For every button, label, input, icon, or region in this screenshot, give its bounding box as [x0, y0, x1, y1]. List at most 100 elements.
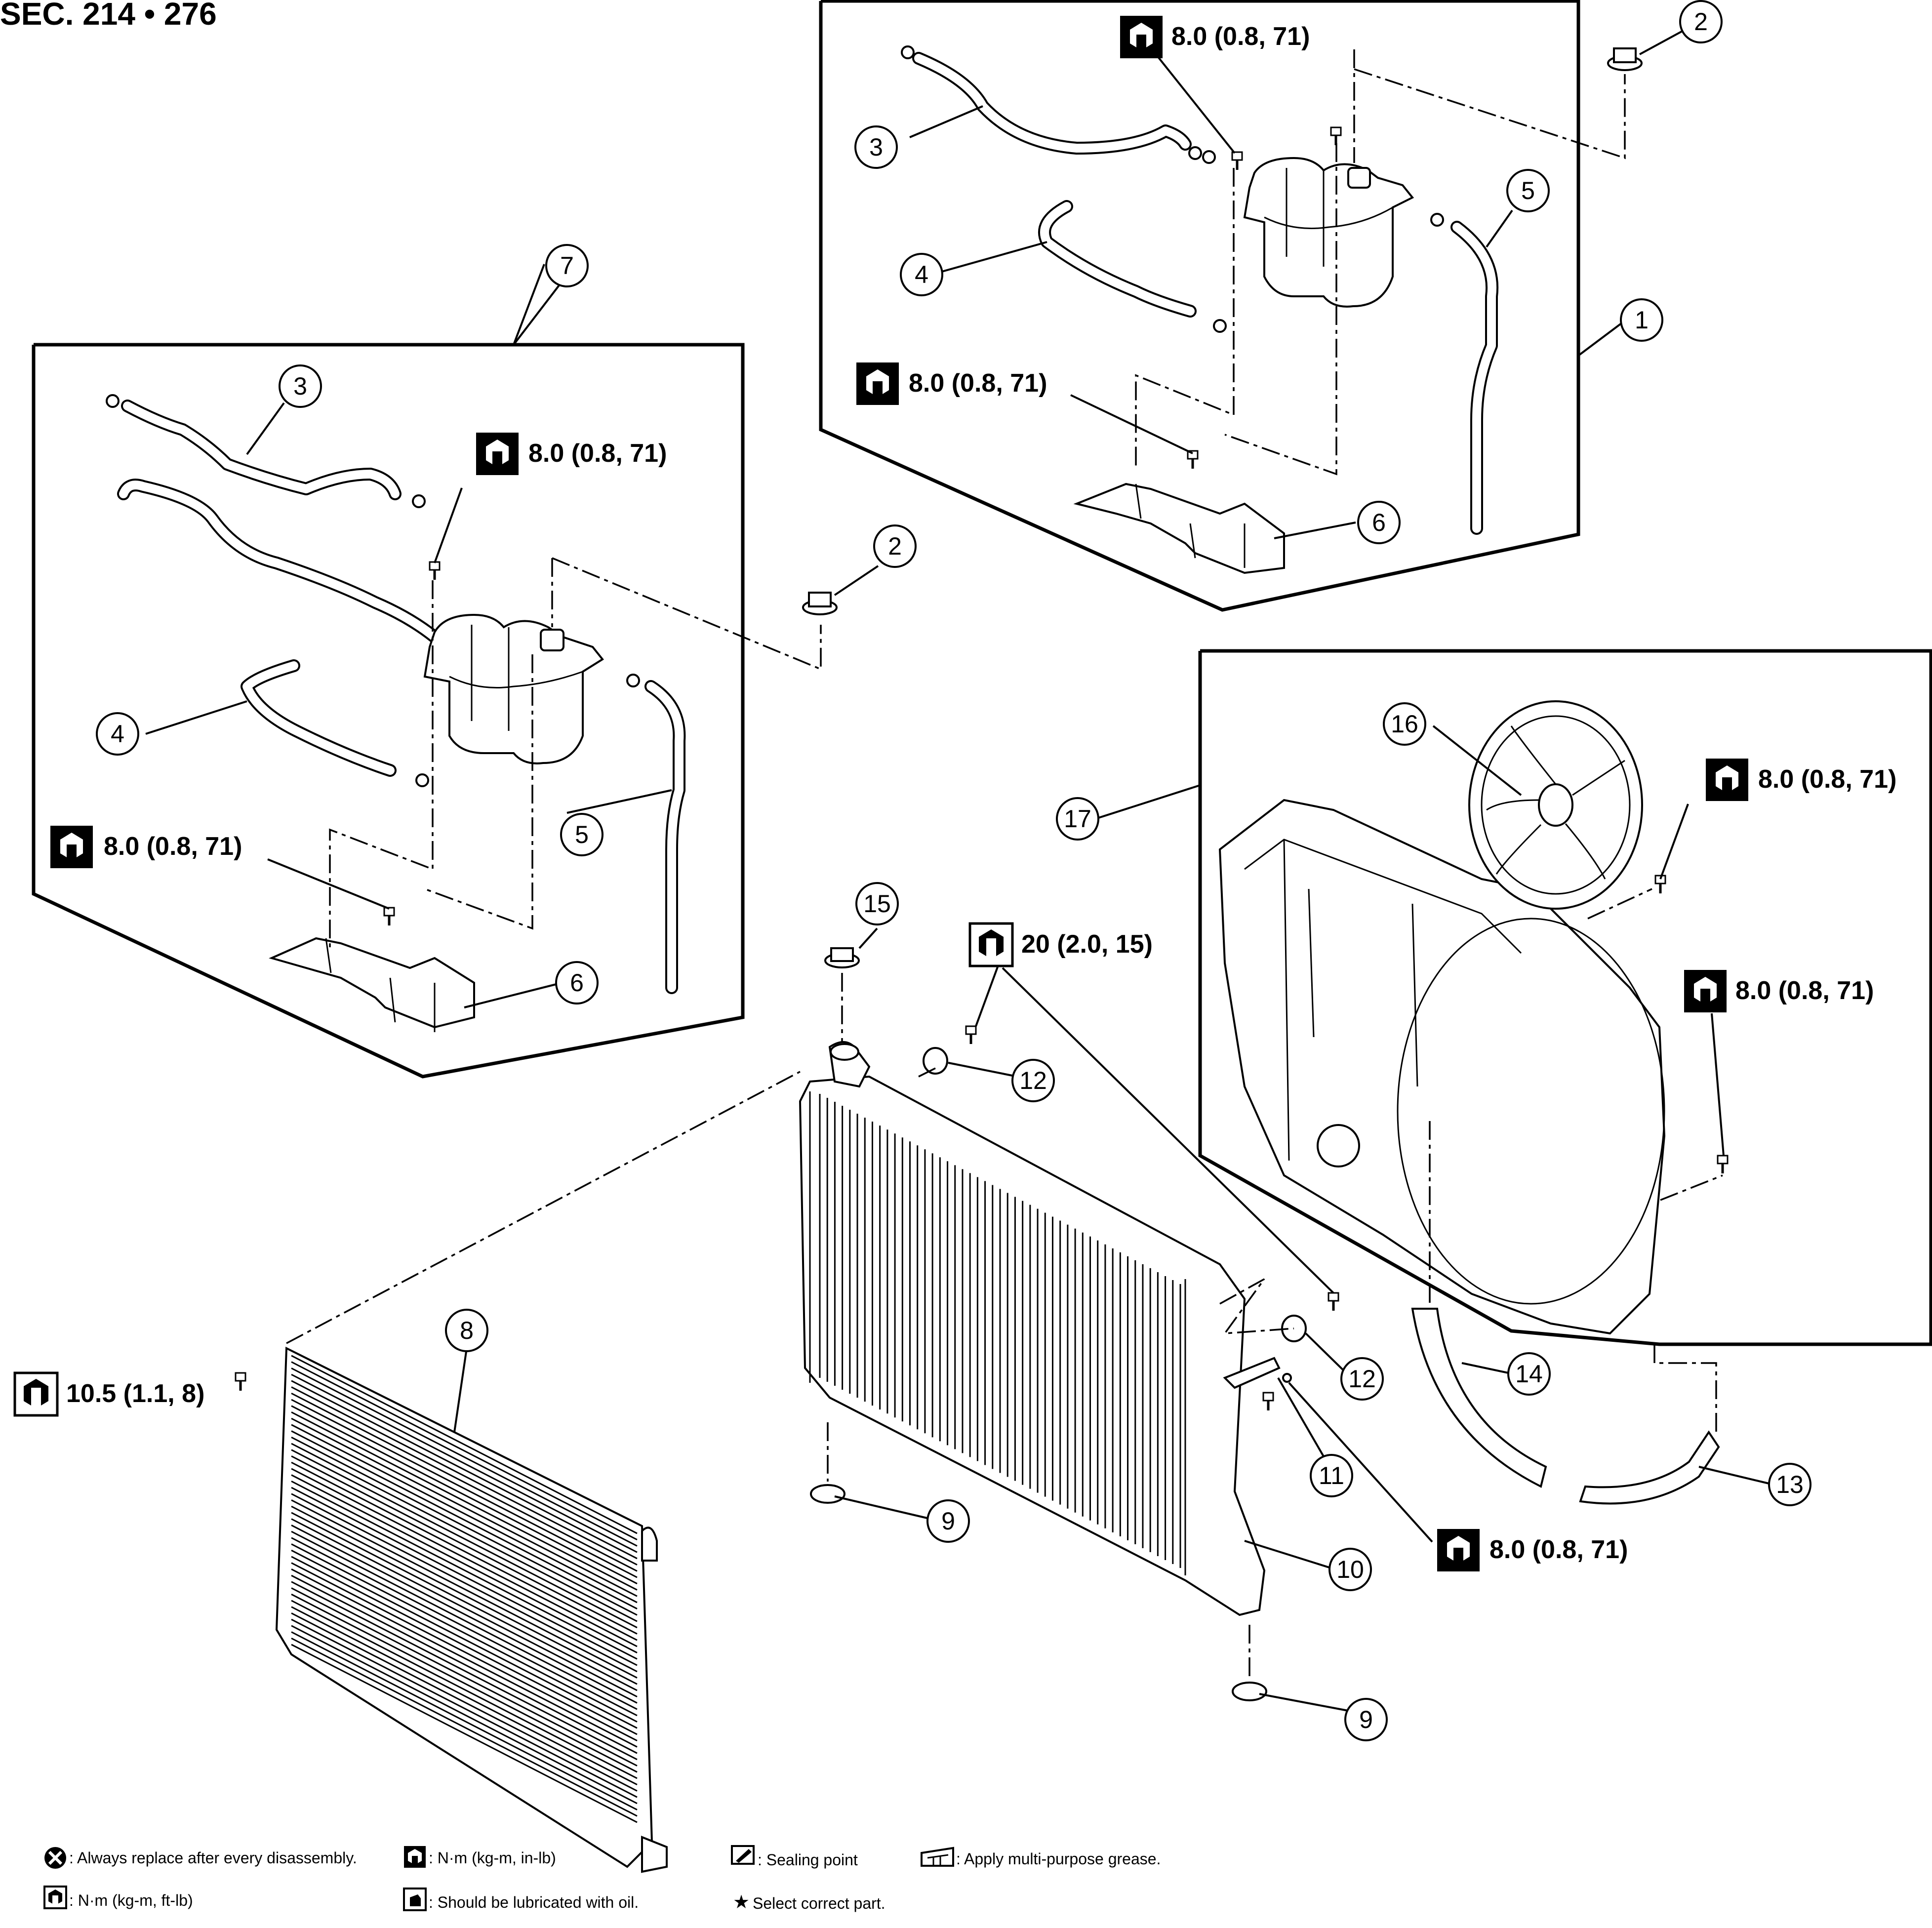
- torque-wrench-icon: [476, 433, 519, 475]
- core-fin: [291, 1600, 638, 1779]
- callout-6: 6: [1357, 501, 1401, 544]
- grease-icon: [921, 1847, 954, 1867]
- torque-wrench-icon: [404, 1846, 426, 1868]
- callout-3: 3: [854, 125, 898, 169]
- callout-4: 4: [900, 253, 943, 296]
- svg-text:6: 6: [570, 969, 584, 997]
- fan-shroud-frame-17: [1198, 649, 1932, 1346]
- core-fin: [291, 1486, 638, 1666]
- core-fin: [291, 1512, 638, 1691]
- callout-12: 12: [1340, 1357, 1384, 1401]
- core-fin: [291, 1618, 638, 1798]
- core-fin: [291, 1518, 638, 1697]
- svg-text:8.0 (0.8, 71): 8.0 (0.8, 71): [1489, 1535, 1628, 1564]
- legend-select: Select correct part.: [753, 1894, 886, 1912]
- svg-text:5: 5: [1521, 177, 1535, 204]
- clamp: [415, 773, 429, 787]
- torque-spec: 8.0 (0.8, 71): [856, 362, 1047, 405]
- core-fin: [291, 1612, 638, 1792]
- core-fin: [291, 1443, 638, 1622]
- core-fin: [291, 1411, 638, 1591]
- core-fin: [291, 1606, 638, 1786]
- clamp: [1202, 150, 1216, 164]
- clamp: [1188, 146, 1202, 160]
- svg-text:12: 12: [1019, 1067, 1047, 1094]
- torque-wrench-icon: [43, 1886, 67, 1909]
- torque-wrench-icon: [1437, 1529, 1480, 1571]
- svg-text:5: 5: [575, 821, 589, 848]
- core-fin: [291, 1405, 638, 1585]
- callout-8: 8: [445, 1309, 488, 1352]
- svg-text:8.0 (0.8, 71): 8.0 (0.8, 71): [1171, 22, 1310, 51]
- svg-text:8.0 (0.8, 71): 8.0 (0.8, 71): [909, 369, 1047, 398]
- torque-spec: 20 (2.0, 15): [970, 924, 1153, 966]
- legend-oil: : Should be lubricated with oil.: [429, 1893, 639, 1911]
- leader-lines: [145, 29, 1770, 1712]
- callout-5: 5: [560, 813, 604, 856]
- core-fin: [291, 1430, 638, 1609]
- torque-spec: 8.0 (0.8, 71): [1684, 970, 1874, 1012]
- svg-text:8.0 (0.8, 71): 8.0 (0.8, 71): [104, 832, 242, 861]
- core-fin: [291, 1568, 638, 1748]
- core-fin: [291, 1593, 638, 1773]
- svg-text:4: 4: [915, 261, 928, 288]
- svg-text:11: 11: [1319, 1462, 1344, 1489]
- core-fin: [291, 1361, 638, 1541]
- legend-grease: : Apply multi-purpose grease.: [956, 1850, 1161, 1868]
- svg-text:10: 10: [1336, 1556, 1364, 1583]
- core-fin: [291, 1574, 638, 1754]
- svg-text:16: 16: [1391, 710, 1418, 738]
- clamp: [106, 394, 120, 408]
- legend-replace: : Always replace after every disassembly…: [69, 1849, 357, 1867]
- core-fin: [291, 1525, 638, 1704]
- core-fin: [291, 1587, 638, 1767]
- core-fin: [291, 1474, 638, 1653]
- core-fin: [291, 1549, 638, 1729]
- core-fin: [291, 1455, 638, 1635]
- core-fin: [291, 1481, 638, 1660]
- svg-text:6: 6: [1372, 509, 1386, 536]
- callout-15: 15: [855, 882, 899, 925]
- callout-10: 10: [1328, 1548, 1372, 1591]
- core-fin: [291, 1493, 638, 1673]
- svg-text:8.0 (0.8, 71): 8.0 (0.8, 71): [528, 439, 667, 468]
- radiator: [799, 947, 1338, 1701]
- core-fin: [291, 1530, 638, 1710]
- torque-wrench-icon: [1120, 16, 1163, 58]
- core-fin: [291, 1417, 638, 1597]
- callout-6: 6: [555, 961, 599, 1004]
- torque-spec: 8.0 (0.8, 71): [50, 826, 242, 868]
- sealing-point-icon: [731, 1845, 755, 1865]
- core-fin: [291, 1424, 638, 1604]
- radiator-cap-15: [824, 947, 860, 968]
- svg-text:2: 2: [888, 532, 902, 560]
- torque-wrench-icon: [856, 362, 899, 405]
- legend-sealing: : Sealing point: [758, 1851, 858, 1869]
- radiator-cap: [1607, 47, 1643, 71]
- clamp: [901, 45, 915, 59]
- core-fin: [291, 1562, 638, 1742]
- core-fin: [291, 1380, 638, 1560]
- core-fin: [291, 1625, 638, 1805]
- core-fin: [291, 1556, 638, 1735]
- core-fin: [291, 1644, 638, 1823]
- air-guide-13: [1579, 1430, 1720, 1505]
- callout-12: 12: [1011, 1059, 1055, 1102]
- svg-text:9: 9: [941, 1507, 955, 1535]
- callout-5: 5: [1506, 169, 1550, 212]
- oil-icon: [403, 1888, 427, 1911]
- clamp: [412, 494, 426, 508]
- torque-spec: 8.0 (0.8, 71): [1120, 16, 1310, 58]
- callout-2: 2: [1679, 0, 1723, 43]
- core-fin: [291, 1581, 638, 1761]
- clamp: [1430, 213, 1444, 227]
- svg-text:15: 15: [863, 890, 891, 918]
- cooling-fan: [1468, 700, 1643, 910]
- star-icon: ★: [733, 1892, 750, 1913]
- core-fin: [291, 1543, 638, 1723]
- svg-text:3: 3: [293, 372, 307, 400]
- core-fin: [291, 1436, 638, 1616]
- legend-nm-ft: : N·m (kg-m, ft-lb): [69, 1891, 193, 1909]
- core-fin: [291, 1468, 638, 1647]
- svg-text:8: 8: [460, 1317, 474, 1344]
